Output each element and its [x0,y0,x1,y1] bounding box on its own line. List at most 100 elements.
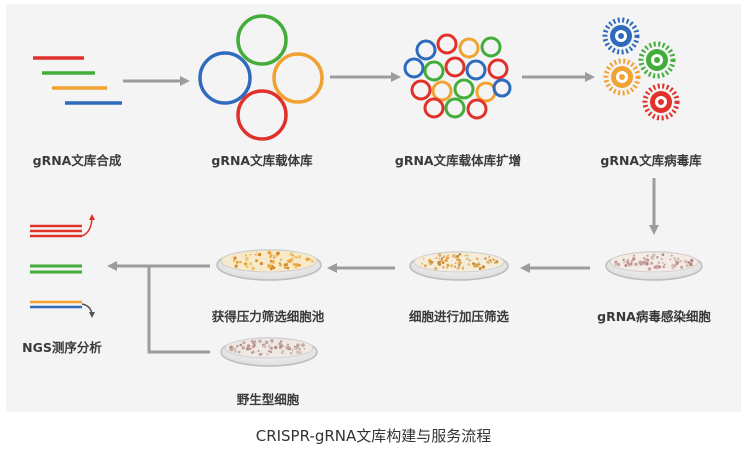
virus-particles-icon [602,17,680,121]
cell-dot [443,255,446,257]
cell-dot [467,263,470,266]
cell-dot [473,264,477,268]
cell-dot [657,261,661,264]
cell-dot [690,258,694,263]
cell-dot [291,349,294,352]
cell-dot [421,262,423,265]
cell-dot [492,258,495,261]
cell-dot [249,348,252,350]
cell-dot [282,345,285,348]
cell-dot [685,260,688,263]
stage-label-vector: gRNA文库载体库 [211,153,313,168]
cell-dot [293,346,297,350]
cell-dot [458,258,461,262]
cell-dot [657,265,662,269]
cell-dot [234,264,238,268]
amplified-plasmids-icon [403,33,512,120]
cell-dot [255,253,257,256]
cell-dot [472,262,475,265]
cell-dot [486,260,489,264]
cell-dot [435,257,438,259]
cell-dot [493,261,497,265]
cell-dot [228,346,231,349]
cell-dot [251,351,253,354]
cell-dot [662,262,665,264]
cell-dot [454,262,457,265]
cell-dot [299,264,302,267]
cell-dot [298,348,301,351]
cell-dot [458,253,462,256]
cell-dot [671,266,675,270]
cell-dot [461,267,464,270]
cell-dot [275,254,278,258]
cell-dot [686,264,689,267]
cell-dot [632,257,636,261]
cell-dot [305,257,310,262]
cell-dot [674,264,677,267]
cell-dot [280,340,283,343]
cell-dot [643,257,645,260]
cell-dot [650,261,654,265]
cell-dot [249,253,252,256]
cell-dot [454,256,457,259]
cell-dot [476,257,479,261]
cell-dot [278,341,282,346]
cell-dot [267,250,272,254]
cell-dot [464,254,467,257]
cell-dot [475,264,478,266]
cell-dot [456,267,460,270]
cell-dot [481,265,486,269]
cell-dot [258,339,262,343]
cell-dot [681,259,683,262]
cell-dot [631,260,633,263]
cell-dot [239,260,242,264]
cell-dot [645,261,649,266]
cell-dot [259,352,263,356]
cell-dot [239,343,243,347]
cell-dot [442,256,445,259]
cell-dot [647,267,652,271]
cell-dot [256,260,259,263]
cell-dot [289,252,293,256]
cell-dot [641,260,646,265]
cell-dot [430,260,434,264]
cell-dot [646,254,649,257]
plasmid-circles-icon [198,14,324,141]
cell-dot [661,253,665,256]
cell-dot [655,264,659,268]
cell-dot [645,258,648,261]
cell-dot [288,259,292,263]
cell-dot [453,265,457,268]
cell-dot [243,262,248,266]
cell-dot [235,260,239,264]
cell-dot [272,254,276,258]
cell-dot [424,264,427,268]
cell-dot [438,257,441,260]
cell-dot [268,344,271,347]
cell-dot [286,266,290,270]
cell-dot [311,259,314,263]
cell-dot [279,258,282,261]
cell-dot [284,346,287,349]
cell-dot [253,343,256,347]
cell-dot [273,260,276,262]
cell-dot [284,266,287,269]
cell-dot [452,254,456,258]
cell-dot [234,347,237,351]
cell-dot [652,253,656,257]
stage-label-pressure: 细胞进行加压筛选 [408,309,510,324]
cell-dot [440,257,444,260]
cell-dot [484,257,487,260]
sequencing-reads-icon [30,214,95,318]
cell-dot [661,258,663,260]
stage-label-pool: 获得压力筛选细胞池 [211,309,325,324]
cell-dot [245,265,249,269]
cell-dot [290,352,293,355]
cell-dot [235,344,239,348]
oligo-lines-icon [33,56,122,105]
cell-dot [241,346,245,350]
cell-dot [237,350,241,354]
cell-dot [249,262,253,266]
cell-dot [233,259,235,262]
